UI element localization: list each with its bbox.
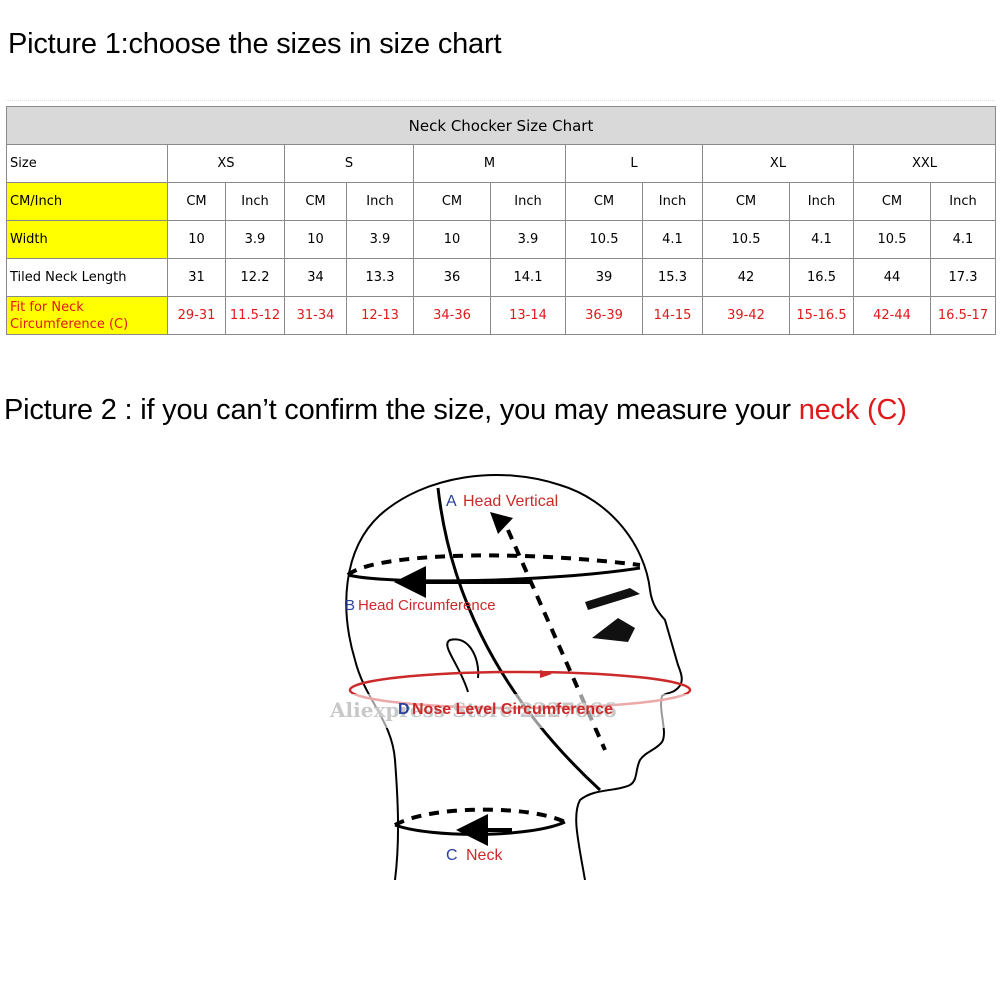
- label-c-text: Neck: [466, 847, 503, 864]
- table-cell: 42: [702, 258, 790, 297]
- fit-cell: 29-31: [167, 296, 226, 335]
- nose-level-arrow-icon: [540, 670, 552, 678]
- table-cell: 15.3: [642, 258, 703, 297]
- head-circumference-back: [346, 553, 641, 577]
- table-cell: 3.9: [225, 220, 285, 259]
- label-d-text: Nose Level Circumference: [412, 701, 613, 718]
- table-cell: 17.3: [930, 258, 996, 297]
- table-cell: 3.9: [490, 220, 566, 259]
- head-vertical-line: [436, 487, 602, 792]
- table-cell: 13.3: [346, 258, 414, 297]
- table-cell: 36: [413, 258, 491, 297]
- fit-cell: 11.5-12: [225, 296, 285, 335]
- fit-cell: 31-34: [284, 296, 347, 335]
- table-cell: 3.9: [346, 220, 414, 259]
- table-cell: 39: [565, 258, 643, 297]
- top-divider: [6, 100, 995, 102]
- eyebrow-shape: [585, 588, 640, 610]
- unit-header-cm: CM: [565, 182, 643, 221]
- size-header-label: Size: [6, 144, 168, 183]
- row-label-width: Width: [6, 220, 168, 259]
- row-label-tiled-neck-length: Tiled Neck Length: [6, 258, 168, 297]
- unit-header-cm: CM: [853, 182, 931, 221]
- fit-cell: 15-16.5: [789, 296, 854, 335]
- label-b-text: Head Circumference: [358, 597, 496, 614]
- neck-back-dashed: [394, 807, 566, 827]
- label-d-letter: D: [398, 701, 410, 718]
- unit-header-cm: CM: [413, 182, 491, 221]
- table-cell: 10: [284, 220, 347, 259]
- eye-shape: [592, 618, 635, 642]
- table-cell: 16.5: [789, 258, 854, 297]
- label-c-letter: C: [446, 847, 458, 864]
- row-label-fit-neck: Fit for Neck Circumference (C): [6, 296, 168, 335]
- unit-header-label: CM/Inch: [6, 182, 168, 221]
- table-cell: 10.5: [853, 220, 931, 259]
- fit-cell: 36-39: [565, 296, 643, 335]
- fit-cell: 14-15: [642, 296, 703, 335]
- table-cell: 4.1: [642, 220, 703, 259]
- head-circumference-front: [347, 566, 641, 583]
- table-cell: 34: [284, 258, 347, 297]
- unit-header-inch: Inch: [642, 182, 703, 221]
- unit-header-cm: CM: [284, 182, 347, 221]
- head-outline: [345, 474, 683, 880]
- unit-header-cm: CM: [167, 182, 226, 221]
- size-header-m: M: [413, 144, 566, 183]
- heading-picture2-highlight: neck (C): [798, 394, 907, 426]
- label-a-text: Head Vertical: [463, 493, 558, 510]
- ear-shape: [446, 638, 480, 693]
- size-header-xxl: XXL: [853, 144, 996, 183]
- fit-cell: 13-14: [490, 296, 566, 335]
- heading-picture2: Picture 2 : if you can’t confirm the siz…: [4, 394, 907, 427]
- table-cell: 44: [853, 258, 931, 297]
- table-cell: 14.1: [490, 258, 566, 297]
- head-measurement-diagram: Aliexpress Store 2227066 A Head Vertical…: [310, 474, 705, 880]
- unit-header-inch: Inch: [789, 182, 854, 221]
- watermark-text: Aliexpress Store 2227066: [329, 698, 617, 722]
- size-header-xl: XL: [702, 144, 854, 183]
- head-vertical-arrow-icon: [490, 512, 513, 534]
- size-header-s: S: [284, 144, 414, 183]
- fit-cell: 12-13: [346, 296, 414, 335]
- unit-header-inch: Inch: [930, 182, 996, 221]
- heading-picture2-text: Picture 2 : if you can’t confirm the siz…: [4, 394, 799, 426]
- label-b-letter: B: [345, 597, 355, 614]
- table-cell: 4.1: [930, 220, 996, 259]
- table-cell: 10.5: [702, 220, 790, 259]
- fit-label-line2: Circumference (C): [10, 316, 129, 332]
- table-cell: 10.5: [565, 220, 643, 259]
- label-a-letter: A: [446, 493, 457, 510]
- watermark-band: [310, 694, 705, 728]
- table-cell: 10: [167, 220, 226, 259]
- unit-header-cm: CM: [702, 182, 790, 221]
- fit-cell: 39-42: [702, 296, 790, 335]
- heading-picture1: Picture 1:choose the sizes in size chart: [8, 28, 502, 60]
- table-cell: 31: [167, 258, 226, 297]
- table-cell: 4.1: [789, 220, 854, 259]
- size-header-l: L: [565, 144, 703, 183]
- fit-cell: 42-44: [853, 296, 931, 335]
- fit-label-line1: Fit for Neck: [10, 299, 84, 315]
- fit-cell: 34-36: [413, 296, 491, 335]
- fit-cell: 16.5-17: [930, 296, 996, 335]
- unit-header-inch: Inch: [225, 182, 285, 221]
- size-header-xs: XS: [167, 144, 285, 183]
- table-title: Neck Chocker Size Chart: [6, 106, 996, 145]
- unit-header-inch: Inch: [490, 182, 566, 221]
- table-cell: 10: [413, 220, 491, 259]
- unit-header-inch: Inch: [346, 182, 414, 221]
- table-cell: 12.2: [225, 258, 285, 297]
